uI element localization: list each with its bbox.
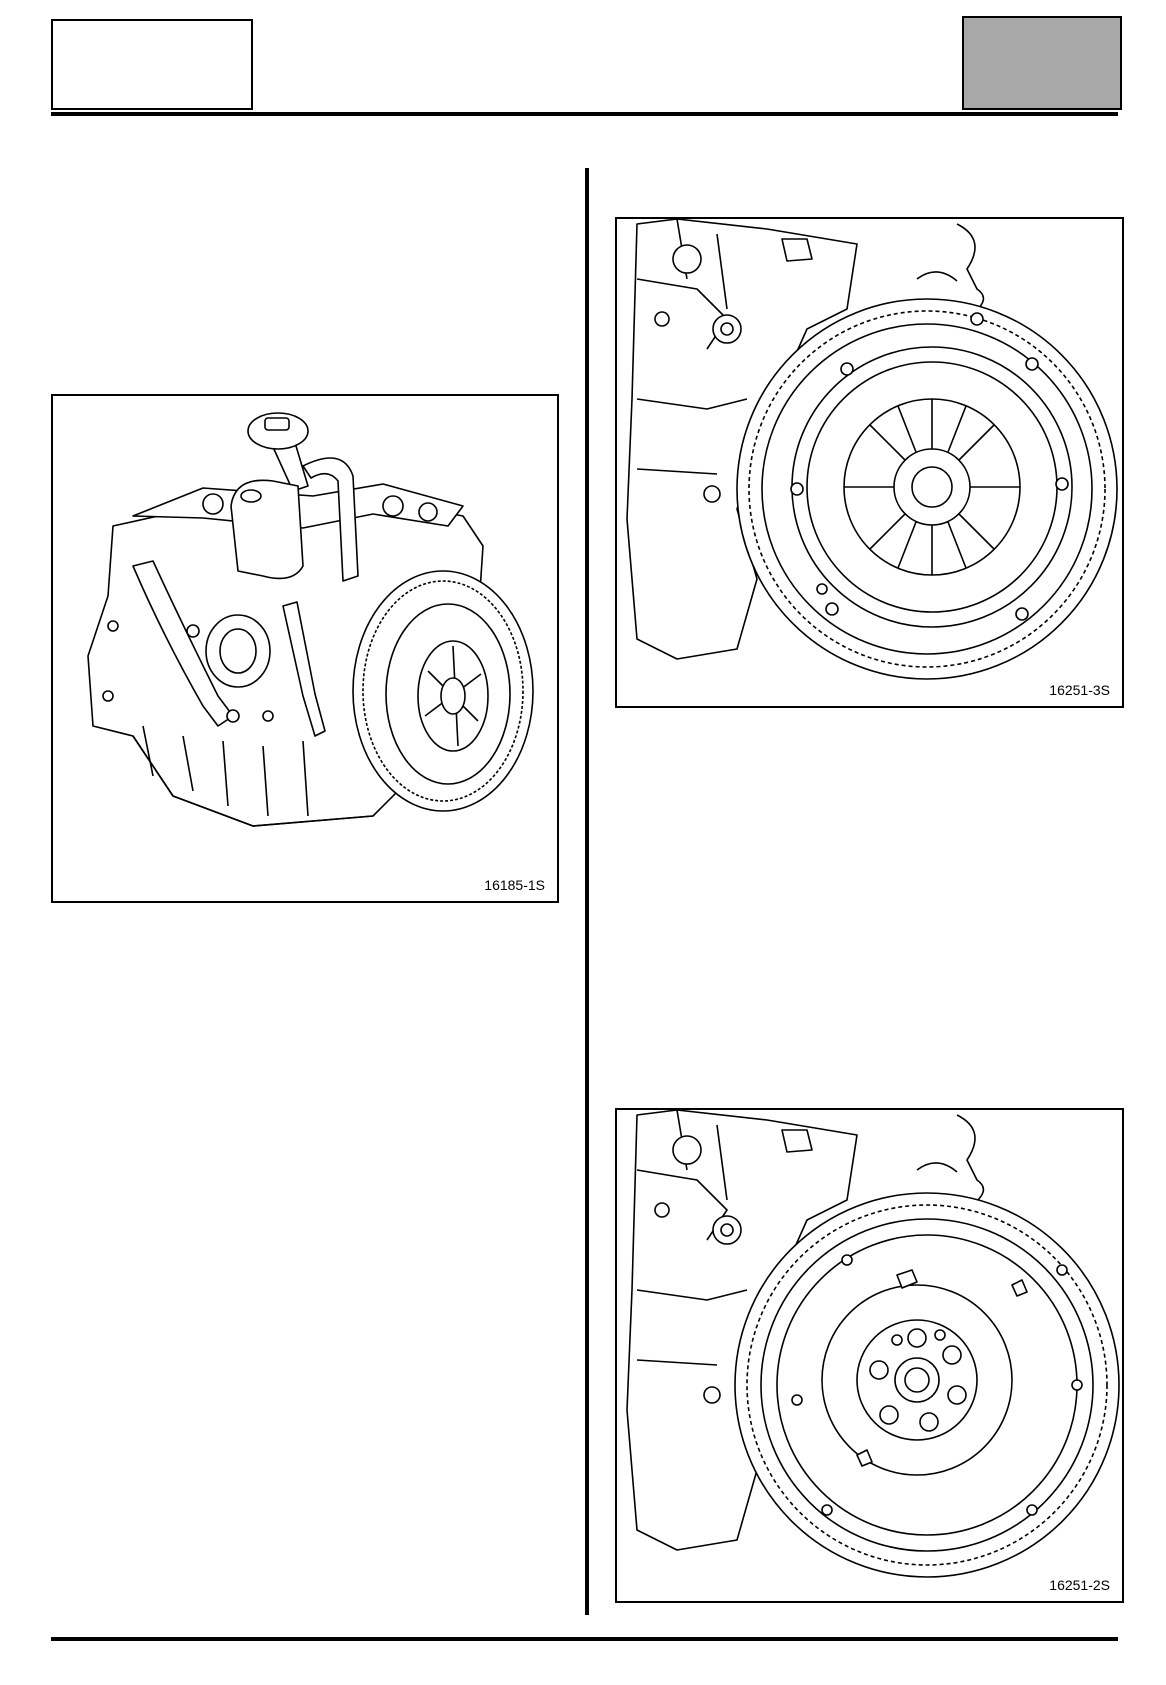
figure-engine-block: 16185-1S — [51, 394, 559, 903]
flywheel-illustration — [626, 1110, 1120, 1578]
figure-flywheel: 16251-2S — [615, 1108, 1124, 1603]
header-rule — [51, 112, 1118, 116]
footer-rule — [51, 1637, 1118, 1641]
header-section-tab — [962, 16, 1122, 110]
clutch-and-flywheel-illustration — [626, 219, 1118, 680]
header-reference-box — [51, 19, 253, 110]
figure-reference-label: 16185-1S — [482, 877, 547, 893]
engine-block-illustration — [87, 412, 534, 827]
figure-reference-label: 16251-2S — [1047, 1577, 1112, 1593]
figure-reference-label: 16251-3S — [1047, 682, 1112, 698]
figure-clutch-assembly: 16251-3S — [615, 217, 1124, 708]
column-divider — [585, 168, 589, 1615]
